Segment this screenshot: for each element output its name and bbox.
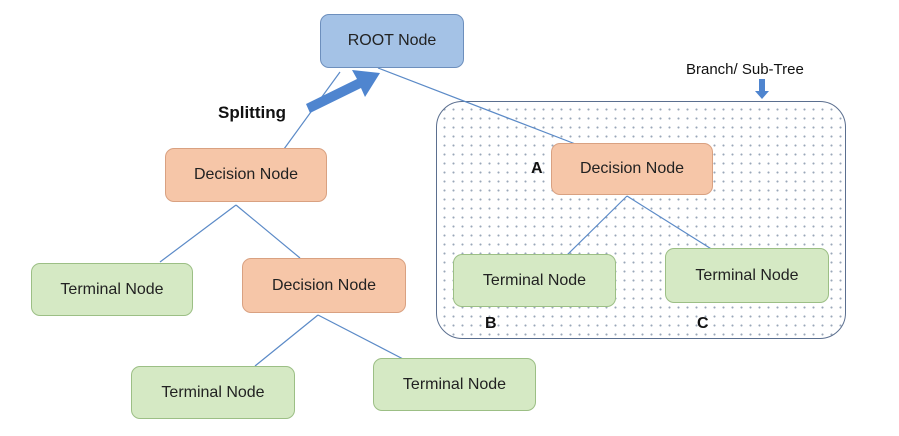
edge-decision-mid-terminal-2 (317, 314, 406, 361)
splitting-label: Splitting (218, 103, 286, 122)
edge-decision-left-terminal (159, 204, 237, 263)
terminal-node: Terminal Node (453, 254, 616, 307)
decision-node: Decision Node (242, 258, 406, 313)
terminal-node: Terminal Node (665, 248, 829, 303)
terminal-node: Terminal Node (31, 263, 193, 316)
branch-subtree-label: Branch/ Sub-Tree (686, 61, 804, 78)
edge-decision-right-terminal-1 (566, 195, 628, 256)
label-c: C (697, 315, 709, 332)
edge-decision-right-terminal-2 (626, 195, 714, 251)
label-a: A (531, 160, 543, 177)
label-b: B (485, 315, 497, 332)
edge-root-decision-right (377, 67, 579, 146)
terminal-node: Terminal Node (373, 358, 536, 411)
decision-node: Decision Node (551, 143, 713, 195)
root-node: ROOT Node (320, 14, 464, 68)
branch-down-arrow-icon (755, 79, 769, 99)
terminal-node: Terminal Node (131, 366, 295, 419)
splitting-arrow (306, 70, 380, 113)
edge-decision-left-decision-mid (235, 204, 301, 259)
edge-decision-mid-terminal-1 (254, 314, 319, 367)
decision-node: Decision Node (165, 148, 327, 202)
